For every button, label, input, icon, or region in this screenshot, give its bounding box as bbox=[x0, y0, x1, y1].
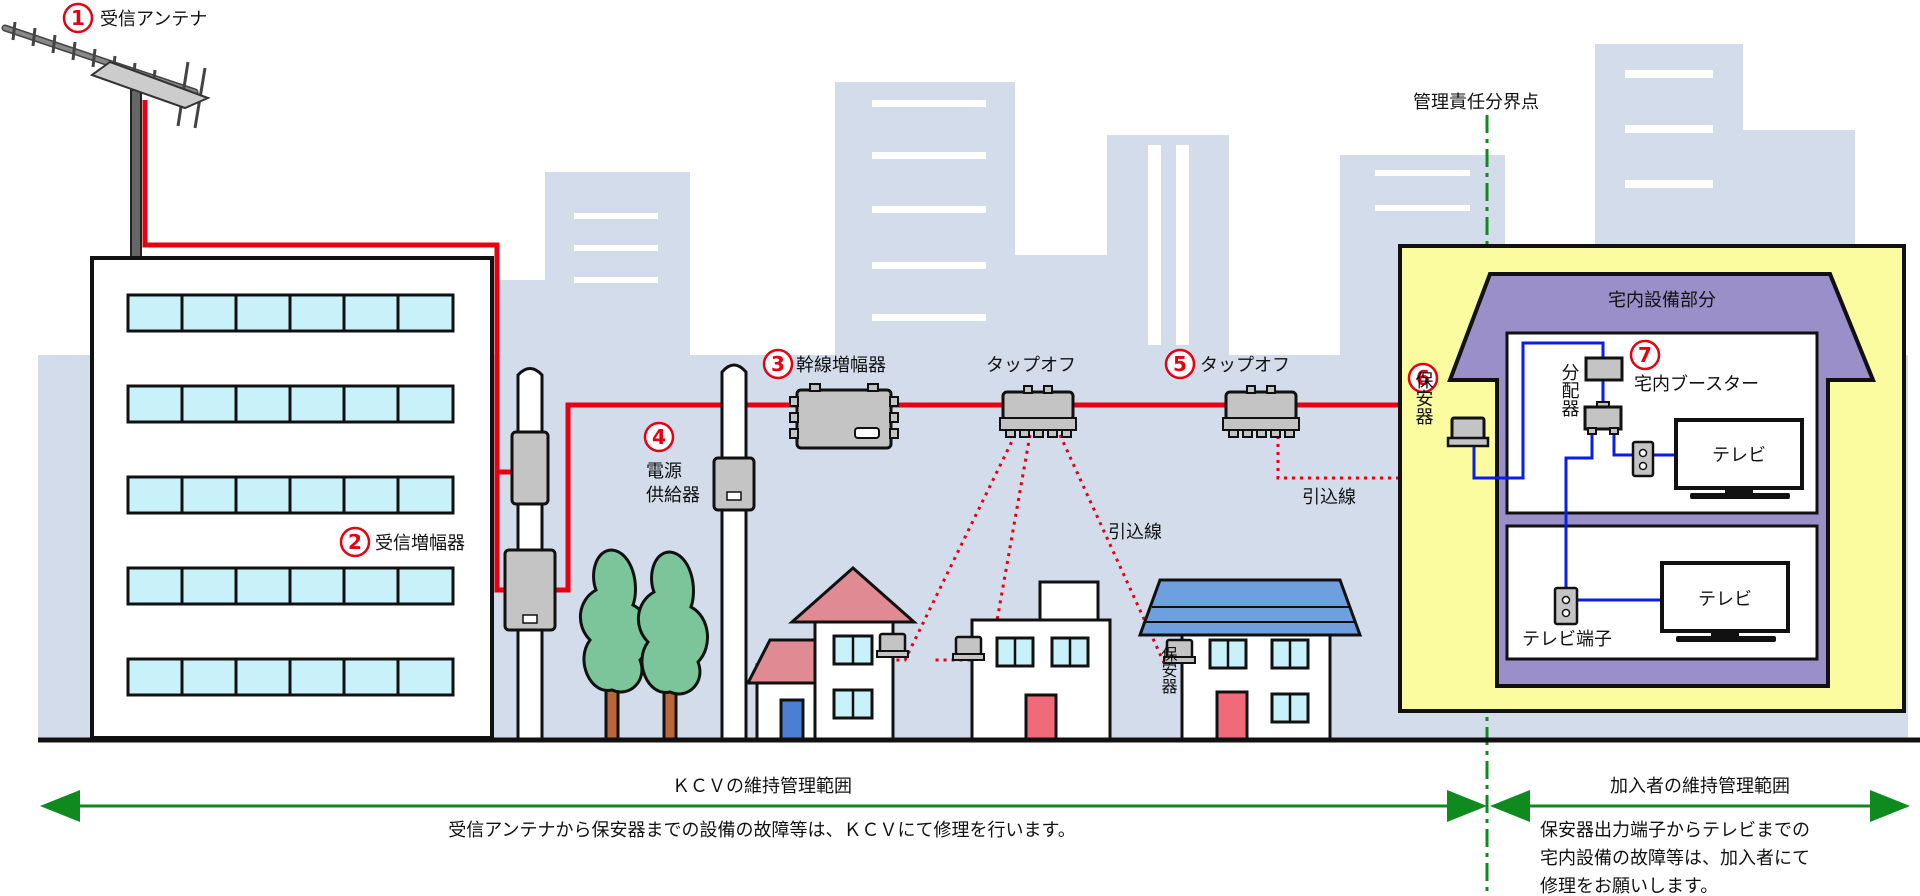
label-protector-vertical: 保安器 bbox=[1413, 371, 1434, 425]
tv-outlet-icon bbox=[1553, 586, 1579, 626]
utility-pole-1 bbox=[503, 367, 557, 742]
subscriber-range-title: 加入者の維持管理範囲 bbox=[1610, 776, 1790, 797]
label-house-protector-vertical: 保安器 bbox=[1159, 646, 1178, 694]
home-protector-icon bbox=[1446, 416, 1490, 448]
house-protector-icon bbox=[878, 632, 907, 654]
wall-outlet-icon bbox=[1631, 440, 1655, 478]
subscriber-range-arrow bbox=[1490, 790, 1910, 822]
svg-text:4: 4 bbox=[652, 425, 666, 449]
label-power-supply-2: 供給器 bbox=[646, 485, 700, 506]
splitter-icon bbox=[1583, 401, 1623, 435]
label-tapoff-1: タップオフ bbox=[986, 355, 1076, 376]
label-drop-line-1: 引込線 bbox=[1108, 522, 1162, 543]
pole-box-icon bbox=[510, 430, 550, 506]
label-trunk-amp: 幹線増幅器 bbox=[796, 355, 886, 376]
svg-text:5: 5 bbox=[1173, 352, 1187, 376]
utility-pole-2 bbox=[712, 363, 756, 742]
label-tapoff-2: タップオフ bbox=[1200, 355, 1290, 376]
antenna-icon bbox=[1, 21, 211, 261]
house-protector-icon bbox=[954, 635, 983, 657]
tv-2-icon bbox=[1660, 561, 1790, 642]
home-cable bbox=[1472, 341, 1686, 602]
tapoff-1-icon bbox=[999, 385, 1077, 438]
label-receive-amp: 受信増幅器 bbox=[375, 533, 465, 554]
house-2 bbox=[952, 580, 1112, 742]
home-booster-icon bbox=[1584, 356, 1624, 382]
label-boundary-point: 管理責任分界点 bbox=[1413, 92, 1539, 113]
label-power-supply-1: 電源 bbox=[646, 461, 682, 482]
house-3 bbox=[1137, 578, 1363, 742]
svg-text:1: 1 bbox=[71, 6, 85, 30]
tapoff-2-icon bbox=[1222, 385, 1300, 438]
label-drop-line-2: 引込線 bbox=[1302, 487, 1356, 508]
kcv-range-title: ＫＣＶの維持管理範囲 bbox=[672, 776, 852, 797]
kcv-range-desc: 受信アンテナから保安器までの設備の故障等は、ＫＣＶにて修理を行います。 bbox=[448, 820, 1075, 841]
label-tv-1: テレビ bbox=[1712, 445, 1766, 466]
house-1 bbox=[745, 565, 918, 742]
trunk-amplifier-icon bbox=[789, 383, 899, 450]
apartment-building bbox=[90, 256, 494, 740]
kcv-range-arrow bbox=[40, 790, 1487, 822]
subscriber-range-desc-1: 保安器出力端子からテレビまでの bbox=[1540, 820, 1810, 841]
svg-text:6: 6 bbox=[1416, 366, 1430, 390]
receive-amp-icon bbox=[503, 548, 557, 632]
label-receive-antenna: 受信アンテナ bbox=[100, 9, 207, 30]
label-home-section: 宅内設備部分 bbox=[1608, 290, 1716, 311]
tv-1-icon bbox=[1674, 418, 1804, 499]
svg-text:3: 3 bbox=[771, 352, 785, 376]
building-window-lines bbox=[574, 70, 1713, 345]
svg-text:2: 2 bbox=[348, 530, 362, 554]
trees-icon bbox=[578, 548, 710, 742]
number-badge-digits: 1 2 3 4 5 6 7 bbox=[71, 6, 1652, 554]
label-tv-outlet: テレビ端子 bbox=[1522, 629, 1612, 650]
label-tv-2: テレビ bbox=[1698, 589, 1752, 610]
subscriber-range-desc-3: 修理をお願いします。 bbox=[1540, 876, 1718, 896]
label-splitter-vertical: 分配器 bbox=[1559, 363, 1580, 417]
power-supply-icon bbox=[712, 456, 756, 512]
subscriber-range-desc-2: 宅内設備の故障等は、加入者にて bbox=[1540, 848, 1810, 869]
number-badges bbox=[62, 2, 1661, 558]
label-home-booster: 宅内ブースター bbox=[1634, 373, 1759, 395]
svg-text:7: 7 bbox=[1638, 343, 1652, 367]
